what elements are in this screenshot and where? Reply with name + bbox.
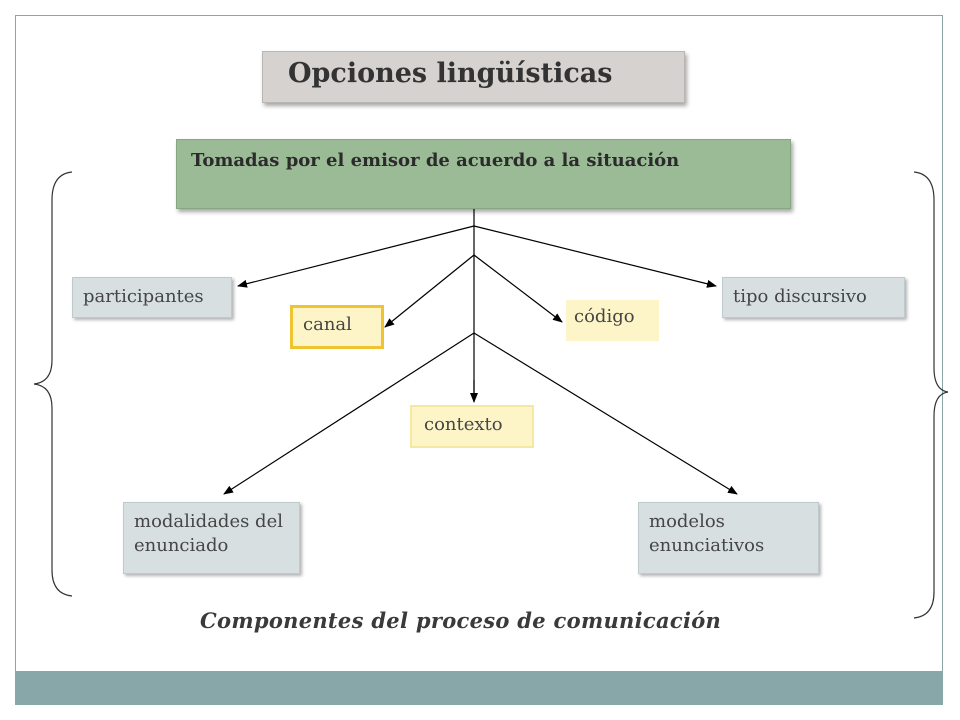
slide-frame: [15, 15, 943, 705]
arrow-canal: [384, 254, 475, 328]
arrow-codigo: [473, 254, 563, 323]
arrow-tipo-discursivo: [473, 225, 717, 288]
node-modalidades-del-enunciado: modalidades del enunciado: [123, 502, 300, 574]
arrow-modelos: [473, 332, 738, 495]
node-tipo-discursivo: tipo discursivo: [722, 277, 905, 318]
right-brace: [913, 171, 949, 619]
node-contexto: contexto: [410, 405, 534, 448]
source-box: Tomadas por el emisor de acuerdo a la si…: [176, 139, 791, 209]
left-brace: [33, 171, 73, 597]
node-modelos-enunciativos: modelos enunciativos: [638, 502, 819, 574]
node-participantes: participantes: [72, 277, 232, 318]
footer-band: [16, 671, 943, 705]
node-canal: canal: [290, 305, 384, 349]
node-codigo: código: [566, 300, 659, 341]
arrow-modalidades: [223, 332, 475, 495]
arrow-participantes: [237, 225, 475, 288]
page-title: Opciones lingüísticas: [262, 51, 685, 103]
diagram-caption: Componentes del proceso de comunicación: [200, 608, 722, 633]
